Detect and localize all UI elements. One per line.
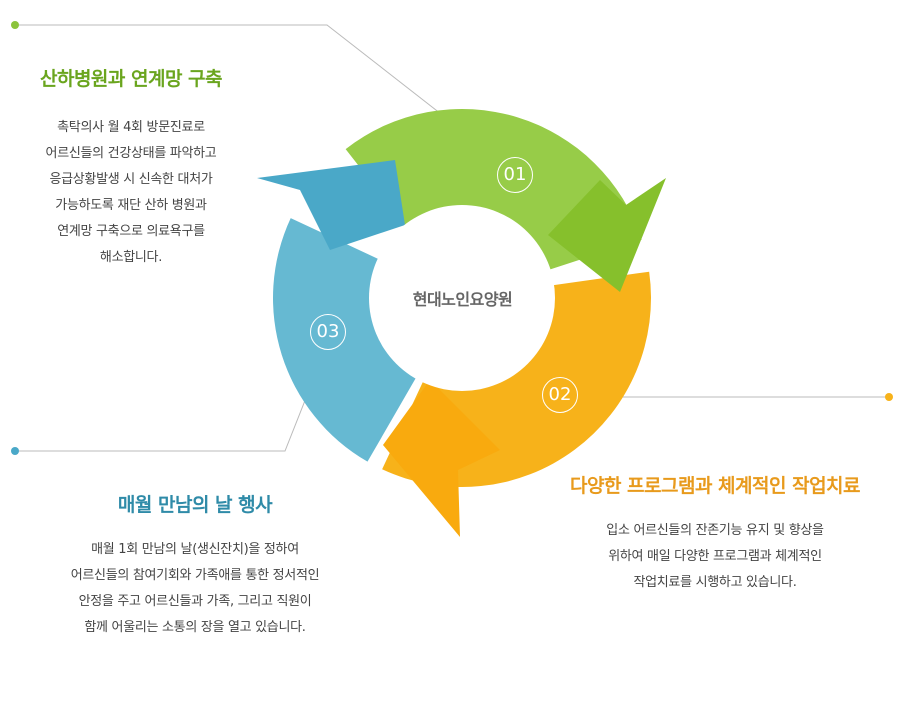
desc-line: 연계망 구축으로 의료욕구를 xyxy=(57,224,205,239)
segment-blue xyxy=(272,218,417,462)
dot-02 xyxy=(885,393,893,401)
step-01-title: 산하병원과 연계망 구축 xyxy=(39,68,223,90)
step-03-desc: 매월 1회 만남의 날(생신잔치)을 정하여 어르신들의 참여기회와 가족애를 … xyxy=(30,537,360,641)
desc-line: 해소합니다. xyxy=(99,250,163,265)
step-number-02: 02 xyxy=(542,377,578,413)
dot-01 xyxy=(11,21,19,29)
step-02-title: 다양한 프로그램과 체계적인 작업치료 xyxy=(569,475,861,497)
desc-line: 매월 1회 만남의 날(생신잔치)을 정하여 xyxy=(91,542,299,557)
desc-line: 어르신들의 건강상태를 파악하고 xyxy=(45,146,217,161)
center-circle xyxy=(369,205,555,391)
arrowhead-blue xyxy=(257,160,405,250)
dot-03 xyxy=(11,447,19,455)
desc-line: 어르신들의 참여기회와 가족애를 통한 정서적인 xyxy=(70,568,320,583)
center-label: 현대노인요양원 xyxy=(412,290,513,309)
step-03-title: 매월 만남의 날 행사 xyxy=(117,494,273,516)
arrowhead-green xyxy=(548,178,666,292)
desc-line: 작업치료를 시행하고 있습니다. xyxy=(633,575,797,590)
desc-line: 안정을 주고 어르신들과 가족, 그리고 직원이 xyxy=(78,594,312,609)
step-01-block: 산하병원과 연계망 구축 촉탁의사 월 4회 방문진료로 어르신들의 건강상태를… xyxy=(0,64,262,271)
step-02-block: 다양한 프로그램과 체계적인 작업치료 입소 어르신들의 잔존기능 유지 및 향… xyxy=(530,471,900,596)
step-03-block: 매월 만남의 날 행사 매월 1회 만남의 날(생신잔치)을 정하여 어르신들의… xyxy=(30,490,360,641)
desc-line: 위하여 매일 다양한 프로그램과 체계적인 xyxy=(608,549,822,564)
desc-line: 촉탁의사 월 4회 방문진료로 xyxy=(57,120,205,135)
desc-line: 가능하도록 재단 산하 병원과 xyxy=(55,198,207,213)
step-02-desc: 입소 어르신들의 잔존기능 유지 및 향상을 위하여 매일 다양한 프로그램과 … xyxy=(530,518,900,596)
leader-line-03 xyxy=(15,349,326,452)
step-number-03: 03 xyxy=(310,314,346,350)
desc-line: 입소 어르신들의 잔존기능 유지 및 향상을 xyxy=(606,523,824,538)
desc-line: 함께 어울리는 소통의 장을 열고 있습니다. xyxy=(84,620,306,635)
arrowhead-orange xyxy=(383,380,500,537)
step-number-01: 01 xyxy=(497,157,533,193)
desc-line: 응급상황발생 시 신속한 대처가 xyxy=(49,172,213,187)
step-01-desc: 촉탁의사 월 4회 방문진료로 어르신들의 건강상태를 파악하고 응급상황발생 … xyxy=(0,115,262,271)
